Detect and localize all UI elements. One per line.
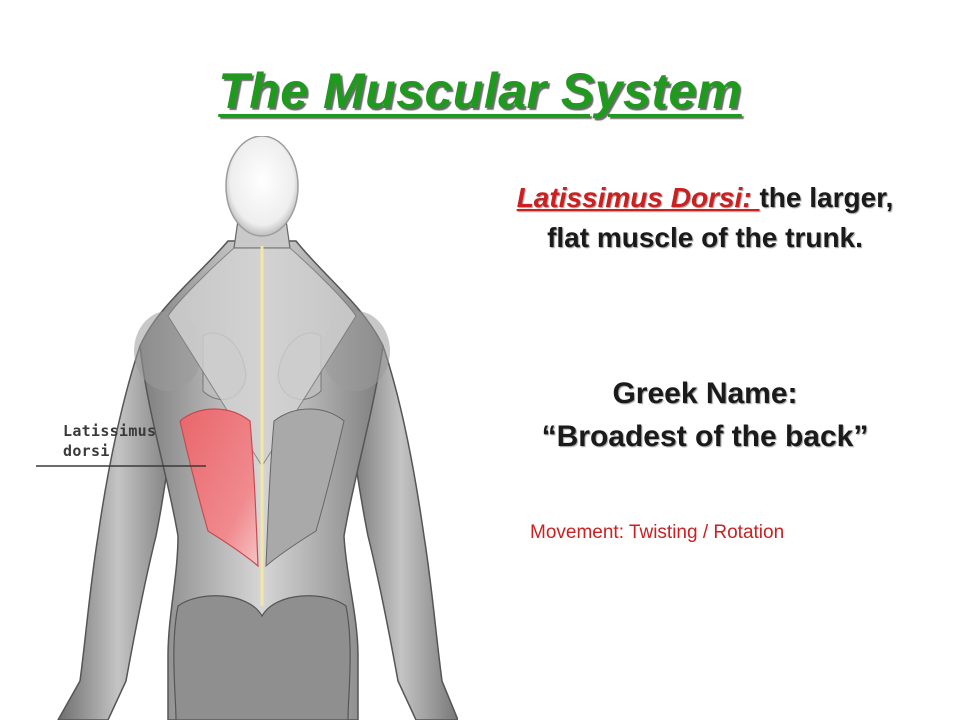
slide-title: The Muscular System — [218, 63, 742, 119]
figure-label-line2: dorsi — [63, 442, 110, 460]
greek-name-value: “Broadest of the back” — [541, 420, 869, 453]
back-muscles-illustration: Latissimus dorsi — [28, 136, 458, 720]
movement-note: Movement: Twisting / Rotation — [530, 522, 785, 543]
definition: Latissimus Dorsi: the larger, flat muscl… — [500, 178, 910, 258]
figure-label-line1: Latissimus — [63, 422, 157, 440]
greek-name: Greek Name: “Broadest of the back” — [500, 372, 910, 458]
right-arm — [343, 344, 458, 720]
latissimus-dorsi-highlight — [179, 408, 259, 568]
muscle-term: Latissimus Dorsi: — [516, 182, 760, 213]
greek-name-label: Greek Name: — [612, 377, 798, 410]
definition-text: the larger, flat muscle of the trunk. — [547, 182, 894, 253]
left-arm — [57, 344, 179, 720]
head — [225, 136, 299, 237]
